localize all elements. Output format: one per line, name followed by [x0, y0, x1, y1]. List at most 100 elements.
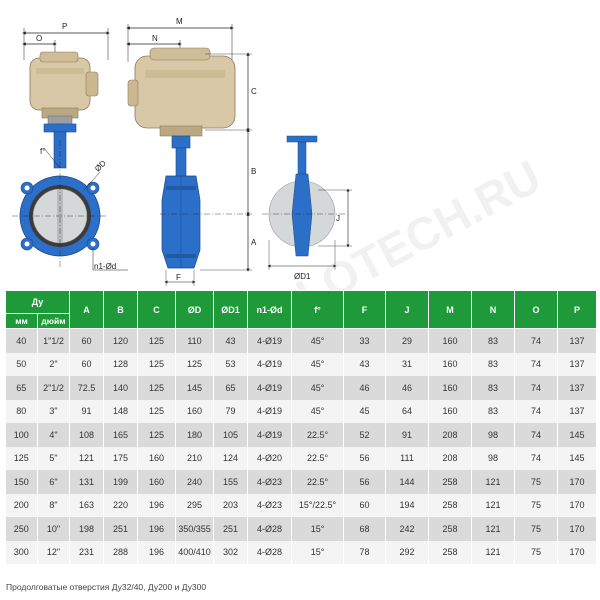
dim-label-d: ØD — [93, 158, 108, 173]
table-cell: 4-Ø19 — [247, 376, 292, 400]
table-cell: 160 — [428, 352, 472, 376]
table-cell: 251 — [103, 517, 138, 541]
table-cell: 128 — [103, 352, 138, 376]
table-cell: 46 — [343, 376, 386, 400]
header-o: O — [514, 290, 558, 329]
table-cell: 45 — [343, 399, 386, 423]
table-cell: 91 — [385, 423, 429, 447]
table-cell: 74 — [514, 352, 558, 376]
header-dn: Ду — [5, 290, 70, 314]
table-cell: 258 — [428, 517, 472, 541]
header-b: B — [103, 290, 138, 329]
table-cell: 200 — [5, 493, 38, 517]
table-cell: 131 — [69, 470, 104, 494]
dim-label-holes: n1-Ød — [94, 262, 116, 271]
table-cell: 170 — [557, 540, 597, 564]
table-cell: 137 — [557, 399, 597, 423]
table-cell: 145 — [557, 446, 597, 470]
table-cell: 140 — [103, 376, 138, 400]
table-cell: 160 — [428, 376, 472, 400]
spec-table: Ду A B C ØD ØD1 n1-Ød f° F J M N O P мм … — [5, 290, 597, 564]
table-cell: 79 — [213, 399, 248, 423]
table-cell: 64 — [385, 399, 429, 423]
dim-label-c: C — [251, 87, 257, 96]
table-cell: 83 — [471, 376, 515, 400]
table-cell: 4" — [37, 423, 70, 447]
header-inch: дюйм — [37, 313, 70, 329]
valve-body-side — [161, 175, 201, 269]
table-cell: 2"1/2 — [37, 376, 70, 400]
table-cell: 56 — [343, 470, 386, 494]
table-cell: 125 — [137, 399, 176, 423]
table-cell: 83 — [471, 328, 515, 353]
table-cell: 60 — [343, 493, 386, 517]
table-cell: 125 — [137, 376, 176, 400]
dim-label-j: J — [336, 214, 340, 223]
table-cell: 111 — [385, 446, 429, 470]
header-d1: ØD1 — [213, 290, 248, 329]
table-cell: 83 — [471, 399, 515, 423]
table-cell: 22.5° — [291, 470, 344, 494]
table-cell: 203 — [213, 493, 248, 517]
table-cell: 144 — [385, 470, 429, 494]
dim-label-n: N — [152, 34, 158, 43]
table-cell: 194 — [385, 493, 429, 517]
dim-label-p: P — [62, 22, 67, 31]
table-cell: 242 — [385, 517, 429, 541]
table-cell: 5" — [37, 446, 70, 470]
table-cell: 83 — [471, 352, 515, 376]
table-cell: 125 — [5, 446, 38, 470]
table-cell: 4-Ø19 — [247, 423, 292, 447]
header-c: C — [137, 290, 176, 329]
table-cell: 137 — [557, 376, 597, 400]
table-cell: 150 — [5, 470, 38, 494]
table-cell: 124 — [213, 446, 248, 470]
table-cell: 220 — [103, 493, 138, 517]
table-cell: 40 — [5, 328, 38, 353]
table-cell: 4-Ø20 — [247, 446, 292, 470]
header-d: ØD — [175, 290, 214, 329]
table-cell: 208 — [428, 446, 472, 470]
table-cell: 145 — [557, 423, 597, 447]
table-cell: 208 — [428, 423, 472, 447]
table-cell: 121 — [471, 470, 515, 494]
header-j: J — [385, 290, 429, 329]
table-cell: 50 — [5, 352, 38, 376]
table-cell: 300 — [5, 540, 38, 564]
table-cell: 155 — [213, 470, 248, 494]
table-cell: 231 — [69, 540, 104, 564]
table-cell: 98 — [471, 423, 515, 447]
table-cell: 125 — [137, 423, 176, 447]
table-cell: 196 — [137, 540, 176, 564]
table-cell: 75 — [514, 493, 558, 517]
table-cell: 108 — [69, 423, 104, 447]
table-cell: 53 — [213, 352, 248, 376]
dim-label-o: O — [36, 34, 42, 43]
table-cell: 4-Ø23 — [247, 470, 292, 494]
table-cell: 1"1/2 — [37, 328, 70, 353]
dim-label-d1: ØD1 — [294, 272, 311, 281]
table-cell: 125 — [137, 352, 176, 376]
table-cell: 74 — [514, 376, 558, 400]
table-cell: 75 — [514, 470, 558, 494]
table-cell: 400/410 — [175, 540, 214, 564]
table-cell: 258 — [428, 540, 472, 564]
table-cell: 210 — [175, 446, 214, 470]
table-cell: 100 — [5, 423, 38, 447]
table-cell: 250 — [5, 517, 38, 541]
header-f: F — [343, 290, 386, 329]
table-cell: 196 — [137, 493, 176, 517]
table-cell: 43 — [213, 328, 248, 353]
table-cell: 170 — [557, 517, 597, 541]
dim-label-m: M — [176, 17, 183, 26]
header-m: M — [428, 290, 472, 329]
header-holes: n1-Ød — [247, 290, 292, 329]
table-cell: 180 — [175, 423, 214, 447]
